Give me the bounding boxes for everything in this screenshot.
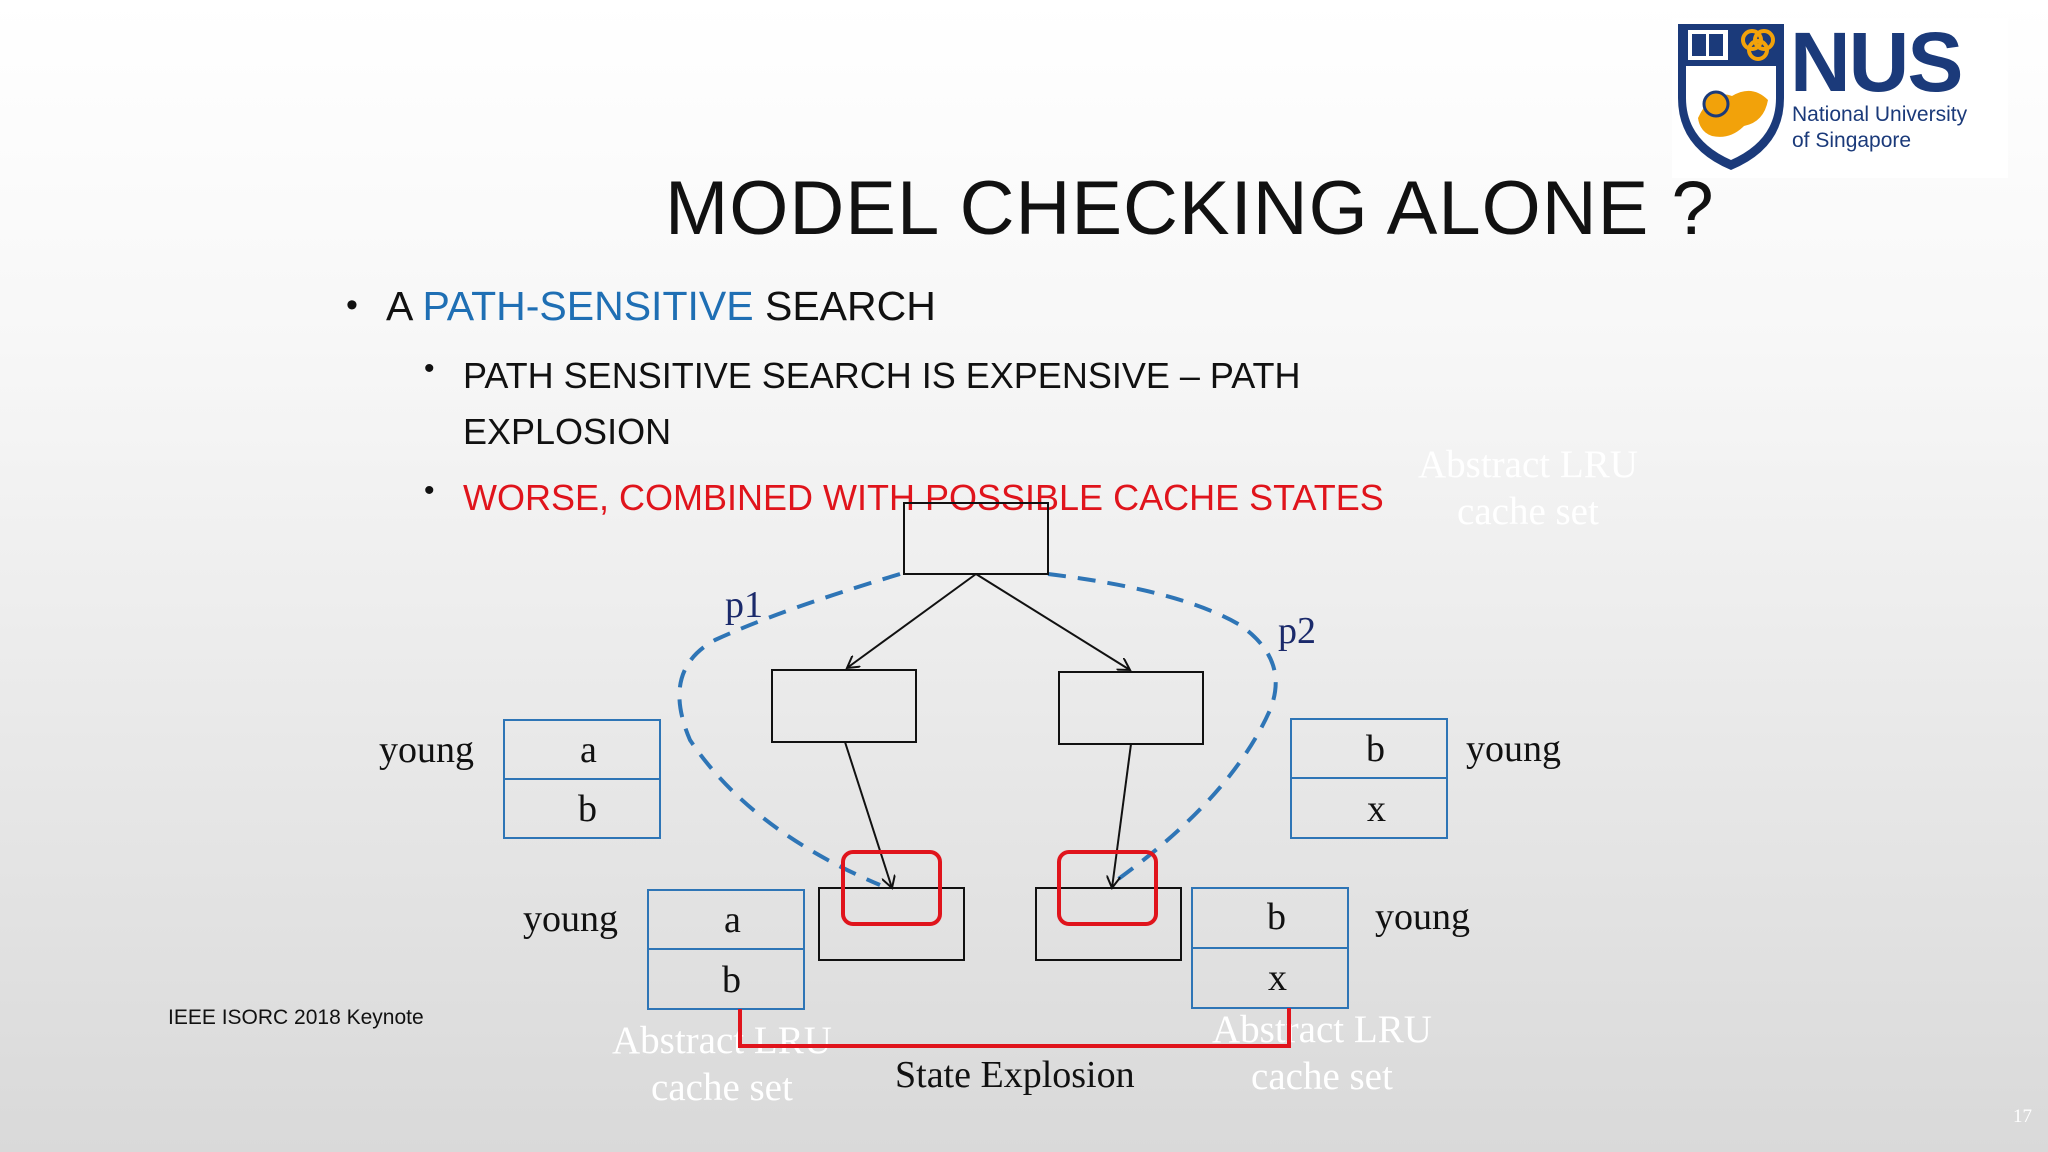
sub-bullet-worse: WORSE, COMBINED WITH POSSIBLE CACHE STAT… (463, 477, 1384, 518)
cache-line: b (578, 788, 597, 830)
cache-set-top-left (503, 719, 661, 839)
bullet1-suffix: SEARCH (753, 283, 936, 329)
edge-root-right (975, 573, 1130, 670)
cache-line: x (1367, 788, 1386, 830)
ghost-label-bottom-left: Abstract LRU cache set (612, 1019, 832, 1109)
merge-highlight-left (841, 850, 942, 926)
ghost-label-top: Abstract LRU cache set (1418, 443, 1638, 533)
edge-right-bottom (1112, 743, 1132, 888)
cache-set-bottom-right (1191, 887, 1349, 1009)
bullet1-highlight: PATH-SENSITIVE (422, 283, 754, 329)
young-label: young (379, 729, 474, 771)
nus-crest-icon (1678, 24, 1784, 170)
slide-title: MODEL CHECKING ALONE ? (665, 166, 1715, 251)
logo-line2: of Singapore (1792, 129, 1912, 152)
cache-line: b (722, 959, 741, 1001)
sub-bullet-line1: PATH SENSITIVE SEARCH IS EXPENSIVE – PAT… (463, 355, 1301, 396)
cache-line: a (580, 729, 597, 771)
ghost-label-bottom-right: Abstract LRU cache set (1212, 1008, 1432, 1098)
logo-wordmark: NUS (1790, 15, 1963, 109)
bullet1-prefix: A (386, 283, 423, 329)
sub-bullet-expensive: PATH SENSITIVE SEARCH IS EXPENSIVE – PAT… (463, 348, 1301, 460)
young-label: young (523, 898, 618, 940)
path-label-p2: p2 (1278, 610, 1316, 652)
merge-highlight-right (1057, 850, 1158, 926)
cfg-node-left (771, 669, 917, 743)
footer-text: IEEE ISORC 2018 Keynote (168, 1006, 424, 1029)
cfg-node-root (903, 502, 1049, 575)
bullet-dot: • (424, 474, 435, 507)
state-explosion-bracket (738, 1008, 1291, 1048)
cache-line: x (1268, 957, 1287, 999)
bullet-dot: • (346, 286, 358, 324)
cfg-node-right (1058, 671, 1204, 745)
cache-set-bottom-left (647, 889, 805, 1010)
page-number: 17 (2013, 1106, 2032, 1127)
cache-set-top-right (1290, 718, 1448, 839)
nus-logo: NUS National University of Singapore (1672, 15, 2008, 178)
edge-left-bottom (844, 741, 892, 888)
path-label-p1: p1 (725, 584, 763, 626)
path-p2-dashed (1047, 572, 1278, 887)
cache-line: b (1366, 728, 1385, 770)
sub-bullet-line2: EXPLOSION (463, 411, 672, 452)
edge-root-left (847, 573, 977, 668)
logo-line1: National University (1792, 103, 1968, 126)
cache-line: b (1267, 896, 1286, 938)
cache-line: a (724, 899, 741, 941)
young-label: young (1466, 728, 1561, 770)
bullet-path-sensitive: A PATH-SENSITIVE SEARCH (386, 283, 936, 330)
logo-subtitle: National University of Singapore (1792, 102, 1967, 154)
young-label: young (1375, 896, 1470, 938)
path-p1-dashed (677, 572, 901, 887)
bullet-dot: • (424, 352, 435, 385)
state-explosion-label: State Explosion (895, 1054, 1135, 1096)
